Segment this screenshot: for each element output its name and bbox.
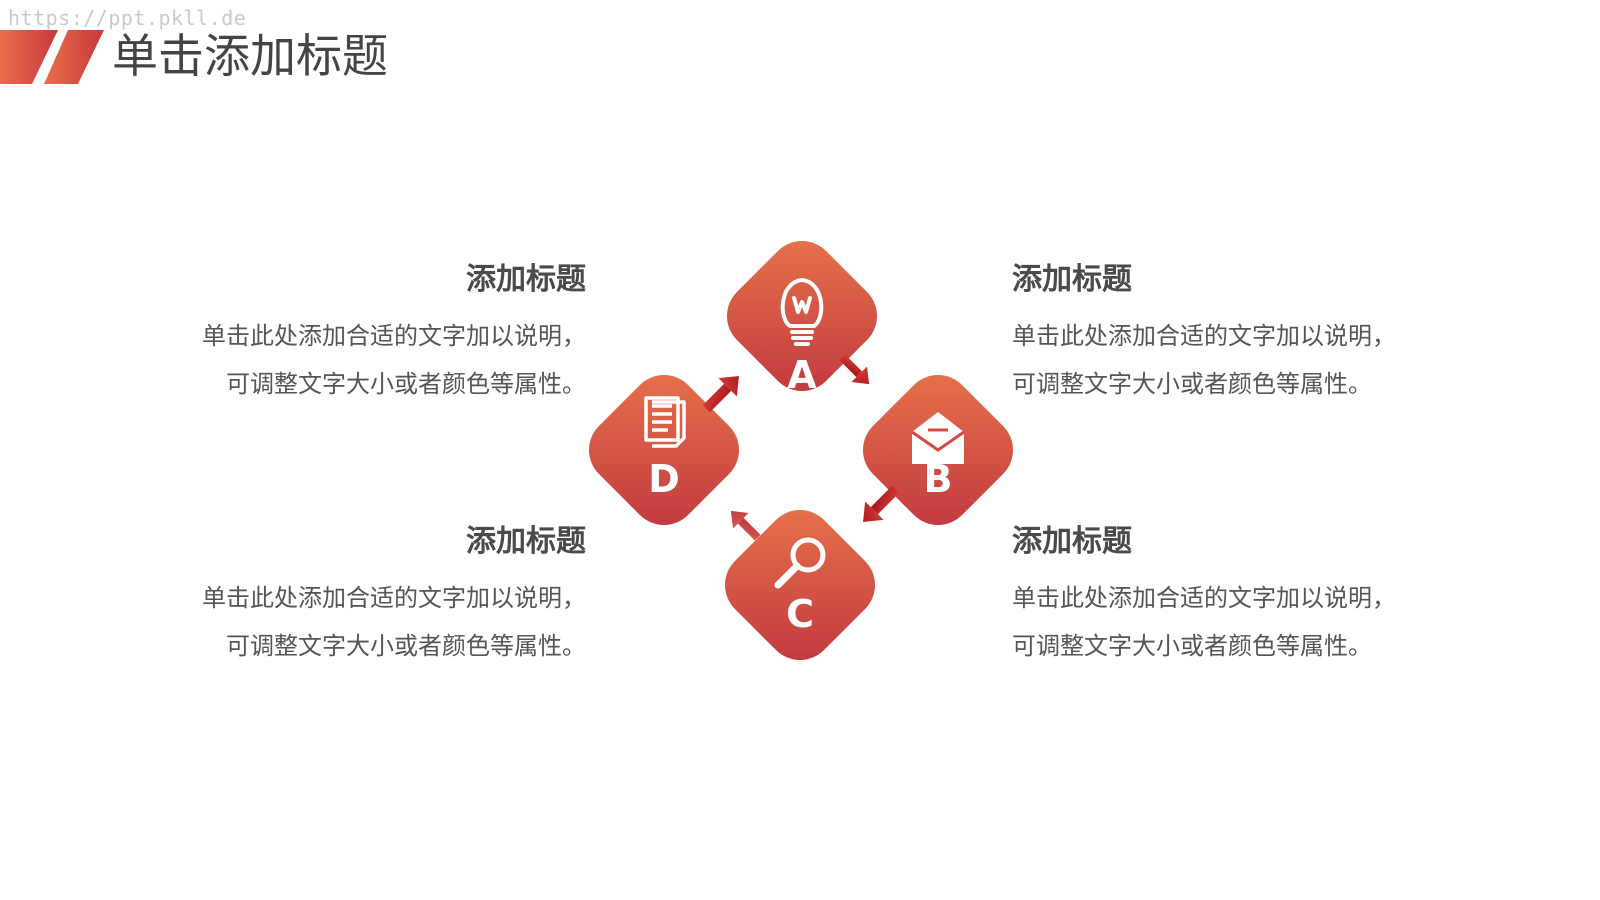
block-line: 单击此处添加合适的文字加以说明， (1012, 322, 1396, 350)
watermark-url: https://ppt.pkll.de (8, 6, 247, 30)
node-c-letter: C (786, 592, 814, 636)
text-block-bottom-right: 添加标题 单击此处添加合适的文字加以说明， 可调整文字大小或者颜色等属性。 (1012, 522, 1442, 670)
node-d: D (588, 374, 740, 526)
magnifier-icon (774, 537, 826, 589)
block-line: 单击此处添加合适的文字加以说明， (202, 322, 586, 350)
node-d-shape (588, 374, 740, 526)
text-block-top-left: 添加标题 单击此处添加合适的文字加以说明， 可调整文字大小或者颜色等属性。 (156, 260, 586, 408)
block-line: 单击此处添加合适的文字加以说明， (1012, 584, 1396, 612)
block-line: 可调整文字大小或者颜色等属性。 (226, 632, 586, 660)
block-line: 可调整文字大小或者颜色等属性。 (226, 370, 586, 398)
document-icon (644, 396, 686, 448)
arrow-a-to-b (839, 354, 870, 385)
node-c-shape (724, 509, 876, 661)
title-accent-shape (0, 30, 104, 84)
text-block-bottom-left: 添加标题 单击此处添加合适的文字加以说明， 可调整文字大小或者颜色等属性。 (156, 522, 586, 670)
arrow-b-to-c (863, 485, 900, 522)
envelope-icon (911, 412, 965, 464)
node-a-shape (726, 240, 878, 392)
node-d-letter: D (648, 457, 680, 501)
block-line: 可调整文字大小或者颜色等属性。 (1012, 632, 1372, 660)
node-a-letter: A (787, 353, 817, 397)
node-b: B (862, 374, 1014, 526)
node-c: C (724, 509, 876, 661)
block-line: 单击此处添加合适的文字加以说明， (202, 584, 586, 612)
node-b-letter: B (924, 457, 953, 501)
block-title: 添加标题 (1012, 524, 1132, 559)
lightbulb-icon (780, 278, 824, 346)
block-title: 添加标题 (466, 524, 586, 559)
page-title: 单击添加标题 (112, 29, 388, 83)
node-a: A (726, 240, 878, 397)
arrow-c-to-d (730, 510, 761, 541)
block-line: 可调整文字大小或者颜色等属性。 (1012, 370, 1372, 398)
text-block-top-right: 添加标题 单击此处添加合适的文字加以说明， 可调整文字大小或者颜色等属性。 (1012, 260, 1442, 408)
arrow-d-to-a (702, 376, 739, 413)
block-title: 添加标题 (466, 262, 586, 297)
block-title: 添加标题 (1012, 262, 1132, 297)
